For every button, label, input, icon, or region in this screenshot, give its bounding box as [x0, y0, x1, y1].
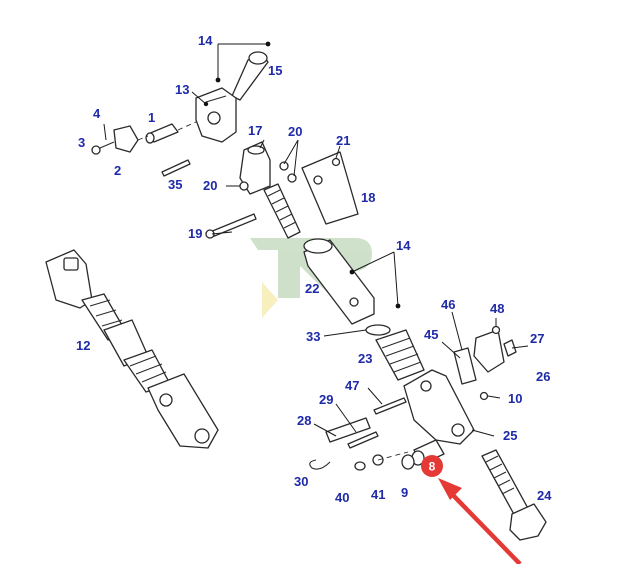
part-30-clip — [309, 459, 331, 470]
label-40: 40 — [335, 490, 349, 505]
label-10: 10 — [508, 391, 522, 406]
part-13-bracket — [195, 87, 237, 143]
part-25-fork-end — [403, 369, 475, 445]
part-2-bracket — [113, 125, 139, 153]
highlight-arrow — [438, 478, 522, 564]
part-1-pin — [145, 123, 179, 144]
part-27-clip — [503, 339, 517, 357]
label-26: 26 — [536, 369, 550, 384]
leader-lines — [103, 41, 529, 437]
alignment-dash-2 — [137, 135, 149, 141]
part-10-nut — [479, 391, 489, 401]
label-17: 17 — [248, 123, 262, 138]
part-15-pin-handle — [231, 51, 269, 101]
part-19-bolt — [205, 213, 257, 239]
label-19: 19 — [188, 226, 202, 241]
label-15: 15 — [268, 63, 282, 78]
label-46: 46 — [441, 297, 455, 312]
part-47-bolt — [373, 397, 407, 415]
threaded-rod-upper — [263, 183, 301, 239]
label-1: 1 — [148, 110, 155, 125]
label-13: 13 — [175, 82, 189, 97]
label-24: 24 — [537, 488, 552, 503]
part-23-bellows — [375, 329, 425, 381]
label-20-left: 20 — [203, 178, 217, 193]
label-48: 48 — [490, 301, 504, 316]
part-29-pin — [347, 431, 379, 449]
label-22: 22 — [305, 281, 319, 296]
label-45: 45 — [424, 327, 438, 342]
part-9-washer — [401, 454, 415, 470]
label-4: 4 — [93, 106, 101, 121]
part-28-pin — [325, 417, 371, 443]
part-18-plate — [301, 151, 359, 225]
alignment-dash-1 — [177, 121, 197, 131]
part-8-pin — [411, 439, 445, 466]
part-40-bolt — [354, 461, 366, 471]
part-35-pin — [161, 159, 191, 177]
part-12-complete-link — [45, 249, 219, 449]
label-9: 9 — [401, 485, 408, 500]
label-14-mid: 14 — [396, 238, 411, 253]
label-8: 8 — [429, 460, 436, 474]
label-20-top: 20 — [288, 124, 302, 139]
label-29: 29 — [319, 392, 333, 407]
label-12: 12 — [76, 338, 90, 353]
part-3-bolt — [91, 141, 115, 155]
label-30: 30 — [294, 474, 308, 489]
label-28: 28 — [297, 413, 311, 428]
part-number-labels: 14 15 13 4 1 3 2 35 17 20 21 20 18 19 14… — [76, 33, 552, 505]
label-47: 47 — [345, 378, 359, 393]
label-14-top: 14 — [198, 33, 213, 48]
label-21: 21 — [336, 133, 350, 148]
label-27: 27 — [530, 331, 544, 346]
label-3: 3 — [78, 135, 85, 150]
label-41: 41 — [371, 487, 385, 502]
part-22-sleeve — [303, 238, 375, 325]
label-25: 25 — [503, 428, 517, 443]
part-24-bolt — [481, 449, 547, 541]
part-33-ring — [365, 324, 391, 336]
label-18: 18 — [361, 190, 375, 205]
part-26-plate — [473, 329, 505, 373]
part-48-nut — [491, 325, 501, 335]
label-33: 33 — [306, 329, 320, 344]
label-35: 35 — [168, 177, 182, 192]
label-2: 2 — [114, 163, 121, 178]
highlight-badge-part-8: 8 — [421, 455, 443, 477]
label-23: 23 — [358, 351, 372, 366]
part-45-bracket — [453, 347, 477, 385]
part-21-nut — [331, 157, 341, 167]
